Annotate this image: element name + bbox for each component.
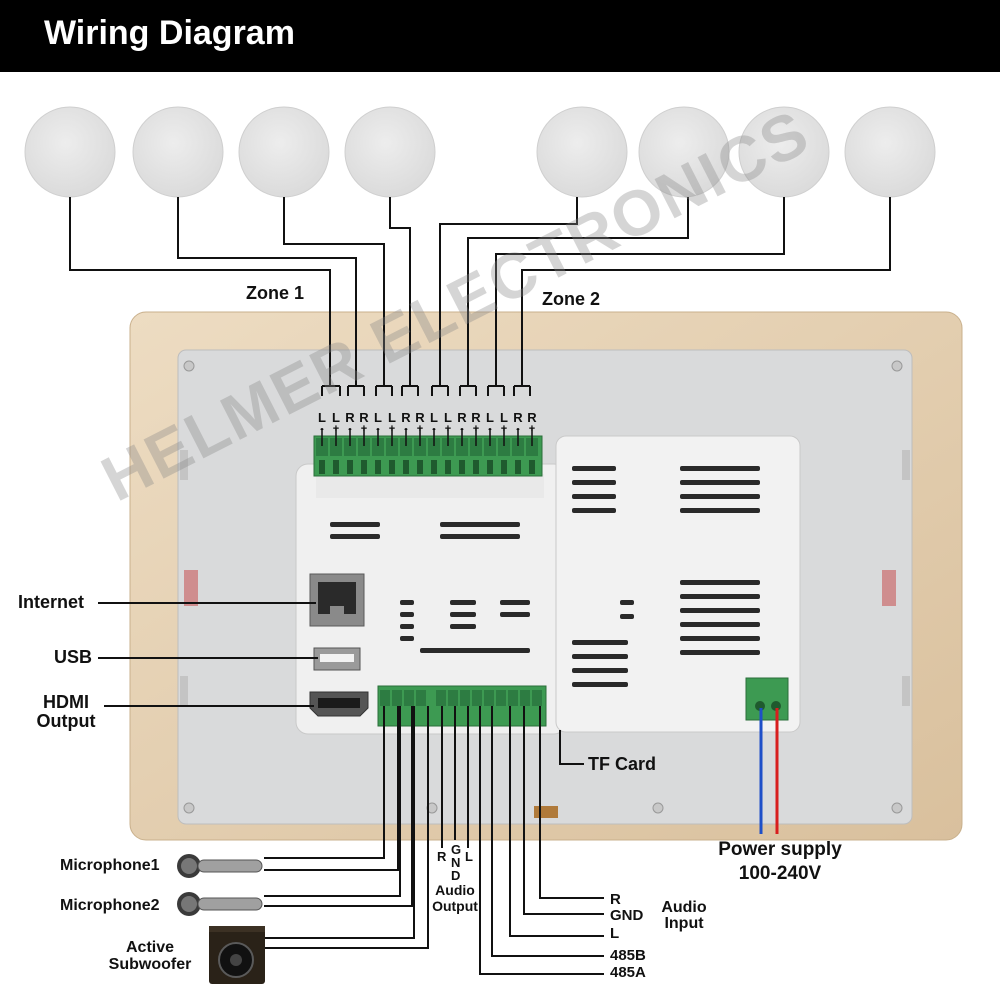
speaker-3	[238, 106, 330, 198]
hdmi-label-line1: HDMI	[43, 692, 89, 712]
header-bar: Wiring Diagram	[0, 0, 1000, 72]
port-leader-lines	[98, 602, 584, 765]
audio-out-n: N	[451, 855, 461, 870]
speaker-1	[24, 106, 116, 198]
term-sign: -	[488, 423, 492, 435]
audio-output-label-line2: Output	[432, 898, 478, 914]
speaker-4	[344, 106, 436, 198]
term-label: R	[513, 410, 523, 425]
subwoofer-label-line2: Subwoofer	[108, 956, 192, 973]
audio-out-l: L	[465, 849, 473, 864]
rs485-b-label: 485B	[610, 947, 646, 964]
term-sign: +	[529, 423, 535, 435]
internet-label: Internet	[18, 592, 85, 612]
term-label: L	[430, 410, 438, 425]
microphone-2-label: Microphone2	[60, 897, 160, 914]
microphone-2-image	[177, 892, 263, 916]
microphone-1-image	[177, 854, 263, 878]
tf-card-label: TF Card	[588, 754, 657, 774]
usb-label: USB	[54, 647, 93, 667]
audio-out-g: G	[451, 842, 462, 857]
speaker-terminal-block	[313, 435, 543, 477]
term-sign: +	[417, 423, 423, 435]
term-label: R	[527, 410, 537, 425]
speaker-8	[844, 106, 936, 198]
term-sign: +	[445, 423, 451, 435]
term-sign: -	[376, 423, 380, 435]
term-sign: -	[348, 423, 352, 435]
rs485-a-label: 485A	[610, 964, 646, 981]
audio-out-d: D	[451, 868, 461, 883]
subwoofer-label-line1: Active	[125, 939, 175, 956]
term-label: R	[345, 410, 355, 425]
audio-input-label-line1: Audio	[661, 899, 707, 916]
audio-in-gnd: GND	[610, 907, 644, 924]
speaker-wire-drops	[321, 428, 533, 446]
term-label: L	[486, 410, 494, 425]
term-label: R	[415, 410, 425, 425]
term-sign: +	[501, 423, 507, 435]
ethernet-port	[309, 573, 365, 627]
term-sign: -	[432, 423, 436, 435]
term-label: L	[374, 410, 382, 425]
term-label: L	[500, 410, 508, 425]
term-sign: +	[361, 423, 367, 435]
microphone-1-label: Microphone1	[60, 857, 160, 874]
audio-out-r: R	[437, 849, 447, 864]
term-label: L	[332, 410, 340, 425]
speaker-terminal-labels: L L R R L L R R L L R R L L R R	[318, 410, 537, 425]
term-label: L	[444, 410, 452, 425]
audio-in-l: L	[610, 925, 620, 942]
zone-1-label: Zone 1	[246, 283, 305, 303]
term-label: R	[471, 410, 481, 425]
audio-in-r: R	[610, 891, 621, 908]
term-sign: +	[473, 423, 479, 435]
speaker-6	[638, 106, 730, 198]
term-sign: +	[389, 423, 395, 435]
audio-input-label-line2: Input	[664, 915, 704, 932]
term-label: L	[318, 410, 326, 425]
speaker-2	[132, 106, 224, 198]
power-terminal	[745, 677, 789, 721]
term-sign: -	[320, 423, 324, 435]
term-label: L	[388, 410, 396, 425]
term-label: R	[401, 410, 411, 425]
audio-output-label-line1: Audio	[435, 882, 475, 898]
ventilation-slots	[330, 466, 760, 687]
panel-side-tabs	[180, 450, 910, 706]
panel-screws	[183, 360, 903, 814]
bottom-wires	[264, 706, 604, 975]
term-sign: -	[404, 423, 408, 435]
speakers	[24, 106, 936, 198]
power-supply-label-line2: 100-240V	[738, 863, 822, 884]
term-label: R	[359, 410, 369, 425]
page-title: Wiring Diagram	[44, 14, 295, 52]
speaker-wires	[69, 197, 891, 396]
tf-card-slot	[534, 806, 558, 818]
hdmi-label-line2: Output	[36, 711, 96, 731]
hdmi-port	[309, 691, 369, 717]
power-supply-label-line1: Power supply	[718, 839, 842, 860]
speaker-5	[536, 106, 628, 198]
usb-port	[313, 647, 361, 671]
zone-2-label: Zone 2	[542, 289, 601, 309]
term-sign: -	[516, 423, 520, 435]
term-sign: +	[333, 423, 339, 435]
term-sign: -	[460, 423, 464, 435]
term-label: R	[457, 410, 467, 425]
bottom-terminal-block	[377, 685, 547, 727]
subwoofer-image	[209, 926, 265, 984]
speaker-terminal-signs: - + - + - + - + - + - + - + - +	[320, 423, 535, 435]
